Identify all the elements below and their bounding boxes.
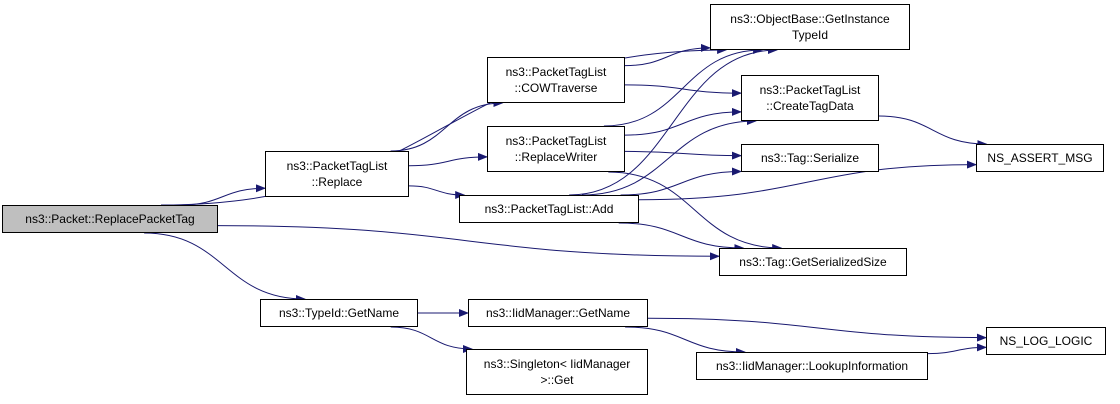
node-label: ns3::TypeId::GetName xyxy=(278,306,400,320)
node-ns-log-logic[interactable]: NS_LOG_LOGIC xyxy=(986,327,1106,355)
edge-packettaglist_add-to-get_instance_typeid xyxy=(569,46,778,196)
node-label: ns3::IidManager::GetName xyxy=(485,306,631,320)
edge-replace_packet_tag-to-tag_getserializedsize xyxy=(217,225,720,261)
edge-packettaglist_replacewriter-to-packettaglist_createtagdata xyxy=(624,107,742,136)
node-packettaglist-createtagdata[interactable]: ns3::PacketTagList ::CreateTagData xyxy=(741,75,879,121)
node-label: NS_LOG_LOGIC xyxy=(999,334,1093,348)
node-label: ::ReplaceWriter xyxy=(514,150,598,164)
node-label: >::Get xyxy=(540,373,574,387)
node-tag-getserializedsize[interactable]: ns3::Tag::GetSerializedSize xyxy=(719,248,907,276)
edge-iidmanager_lookupinformation-to-ns_log_logic xyxy=(927,343,987,355)
edge-packettaglist_cowtraverse-to-packettaglist_createtagdata xyxy=(624,84,742,98)
node-label: ::COWTraverse xyxy=(514,81,598,95)
edge-iidmanager_getname-to-iidmanager_lookupinformation xyxy=(625,326,746,356)
node-label: NS_ASSERT_MSG xyxy=(987,151,1093,165)
node-label: ns3::IidManager::LookupInformation xyxy=(715,359,909,373)
edge-replace_packet_tag-to-get_instance_typeid xyxy=(160,46,728,206)
node-iidmanager-lookupinformation[interactable]: ns3::IidManager::LookupInformation xyxy=(696,352,928,380)
edge-packettaglist_add-to-packettaglist_createtagdata xyxy=(581,117,757,196)
node-packettaglist-replacewriter[interactable]: ns3::PacketTagList ::ReplaceWriter xyxy=(487,126,625,172)
edge-packettaglist_replace-to-packettaglist_add xyxy=(408,185,466,199)
node-packettaglist-add[interactable]: ns3::PacketTagList::Add xyxy=(459,195,639,223)
node-label: ns3::ObjectBase::GetInstance xyxy=(730,12,890,26)
edge-typeid_getname-to-singleton_get xyxy=(390,326,473,353)
edge-iidmanager_getname-to-ns_log_logic xyxy=(647,317,987,342)
node-label: ::CreateTagData xyxy=(766,99,854,113)
edge-packettaglist_replacewriter-to-tag_serialize xyxy=(624,150,742,160)
node-iidmanager-getname[interactable]: ns3::IidManager::GetName xyxy=(468,299,648,327)
node-packet-replace-packet-tag[interactable]: ns3::Packet::ReplacePacketTag xyxy=(2,205,218,233)
node-label: ns3::Packet::ReplacePacketTag xyxy=(25,212,195,226)
edge-packettaglist_createtagdata-to-ns_assert_msg xyxy=(878,115,988,148)
node-objectbase-getinstancetypeid[interactable]: ns3::ObjectBase::GetInstance TypeId xyxy=(710,4,910,50)
node-label: ns3::PacketTagList xyxy=(505,134,607,148)
node-label: ns3::PacketTagList xyxy=(759,83,861,97)
node-packettaglist-cowtraverse[interactable]: ns3::PacketTagList ::COWTraverse xyxy=(487,57,625,103)
node-ns-assert-msg[interactable]: NS_ASSERT_MSG xyxy=(976,144,1104,172)
edge-packettaglist_replace-to-packettaglist_replacewriter xyxy=(408,152,488,167)
edge-replace_packet_tag-to-packettaglist_replace xyxy=(180,184,266,206)
node-label: ns3::PacketTagList xyxy=(286,159,388,173)
node-label: ns3::PacketTagList::Add xyxy=(484,202,614,216)
node-label: ns3::Singleton< IidManager xyxy=(483,357,631,371)
node-label: ns3::Tag::Serialize xyxy=(760,151,860,165)
node-singleton-iidmanager-get[interactable]: ns3::Singleton< IidManager >::Get xyxy=(466,349,648,395)
node-label: ::Replace xyxy=(311,175,363,189)
node-typeid-getname[interactable]: ns3::TypeId::GetName xyxy=(260,299,418,327)
node-packettaglist-replace[interactable]: ns3::PacketTagList ::Replace xyxy=(265,151,409,197)
node-tag-serialize[interactable]: ns3::Tag::Serialize xyxy=(741,144,879,172)
edge-packettaglist_replacewriter-to-get_instance_typeid xyxy=(603,46,764,127)
node-label: TypeId xyxy=(791,28,829,42)
edge-packettaglist_add-to-tag_serialize xyxy=(620,167,742,196)
edge-packettaglist_add-to-tag_getserializedsize xyxy=(618,222,745,252)
edge-packettaglist_replacewriter-to-tag_getserializedsize xyxy=(608,171,783,252)
node-label: ns3::PacketTagList xyxy=(505,65,607,79)
edge-packettaglist_replace-to-packettaglist_cowtraverse xyxy=(390,99,504,152)
node-label: ns3::Tag::GetSerializedSize xyxy=(739,255,887,269)
edge-packettaglist_add-to-ns_assert_msg xyxy=(638,160,977,201)
edge-replace_packet_tag-to-typeid_getname xyxy=(144,232,306,303)
edge-packettaglist_cowtraverse-to-get_instance_typeid xyxy=(624,43,711,67)
